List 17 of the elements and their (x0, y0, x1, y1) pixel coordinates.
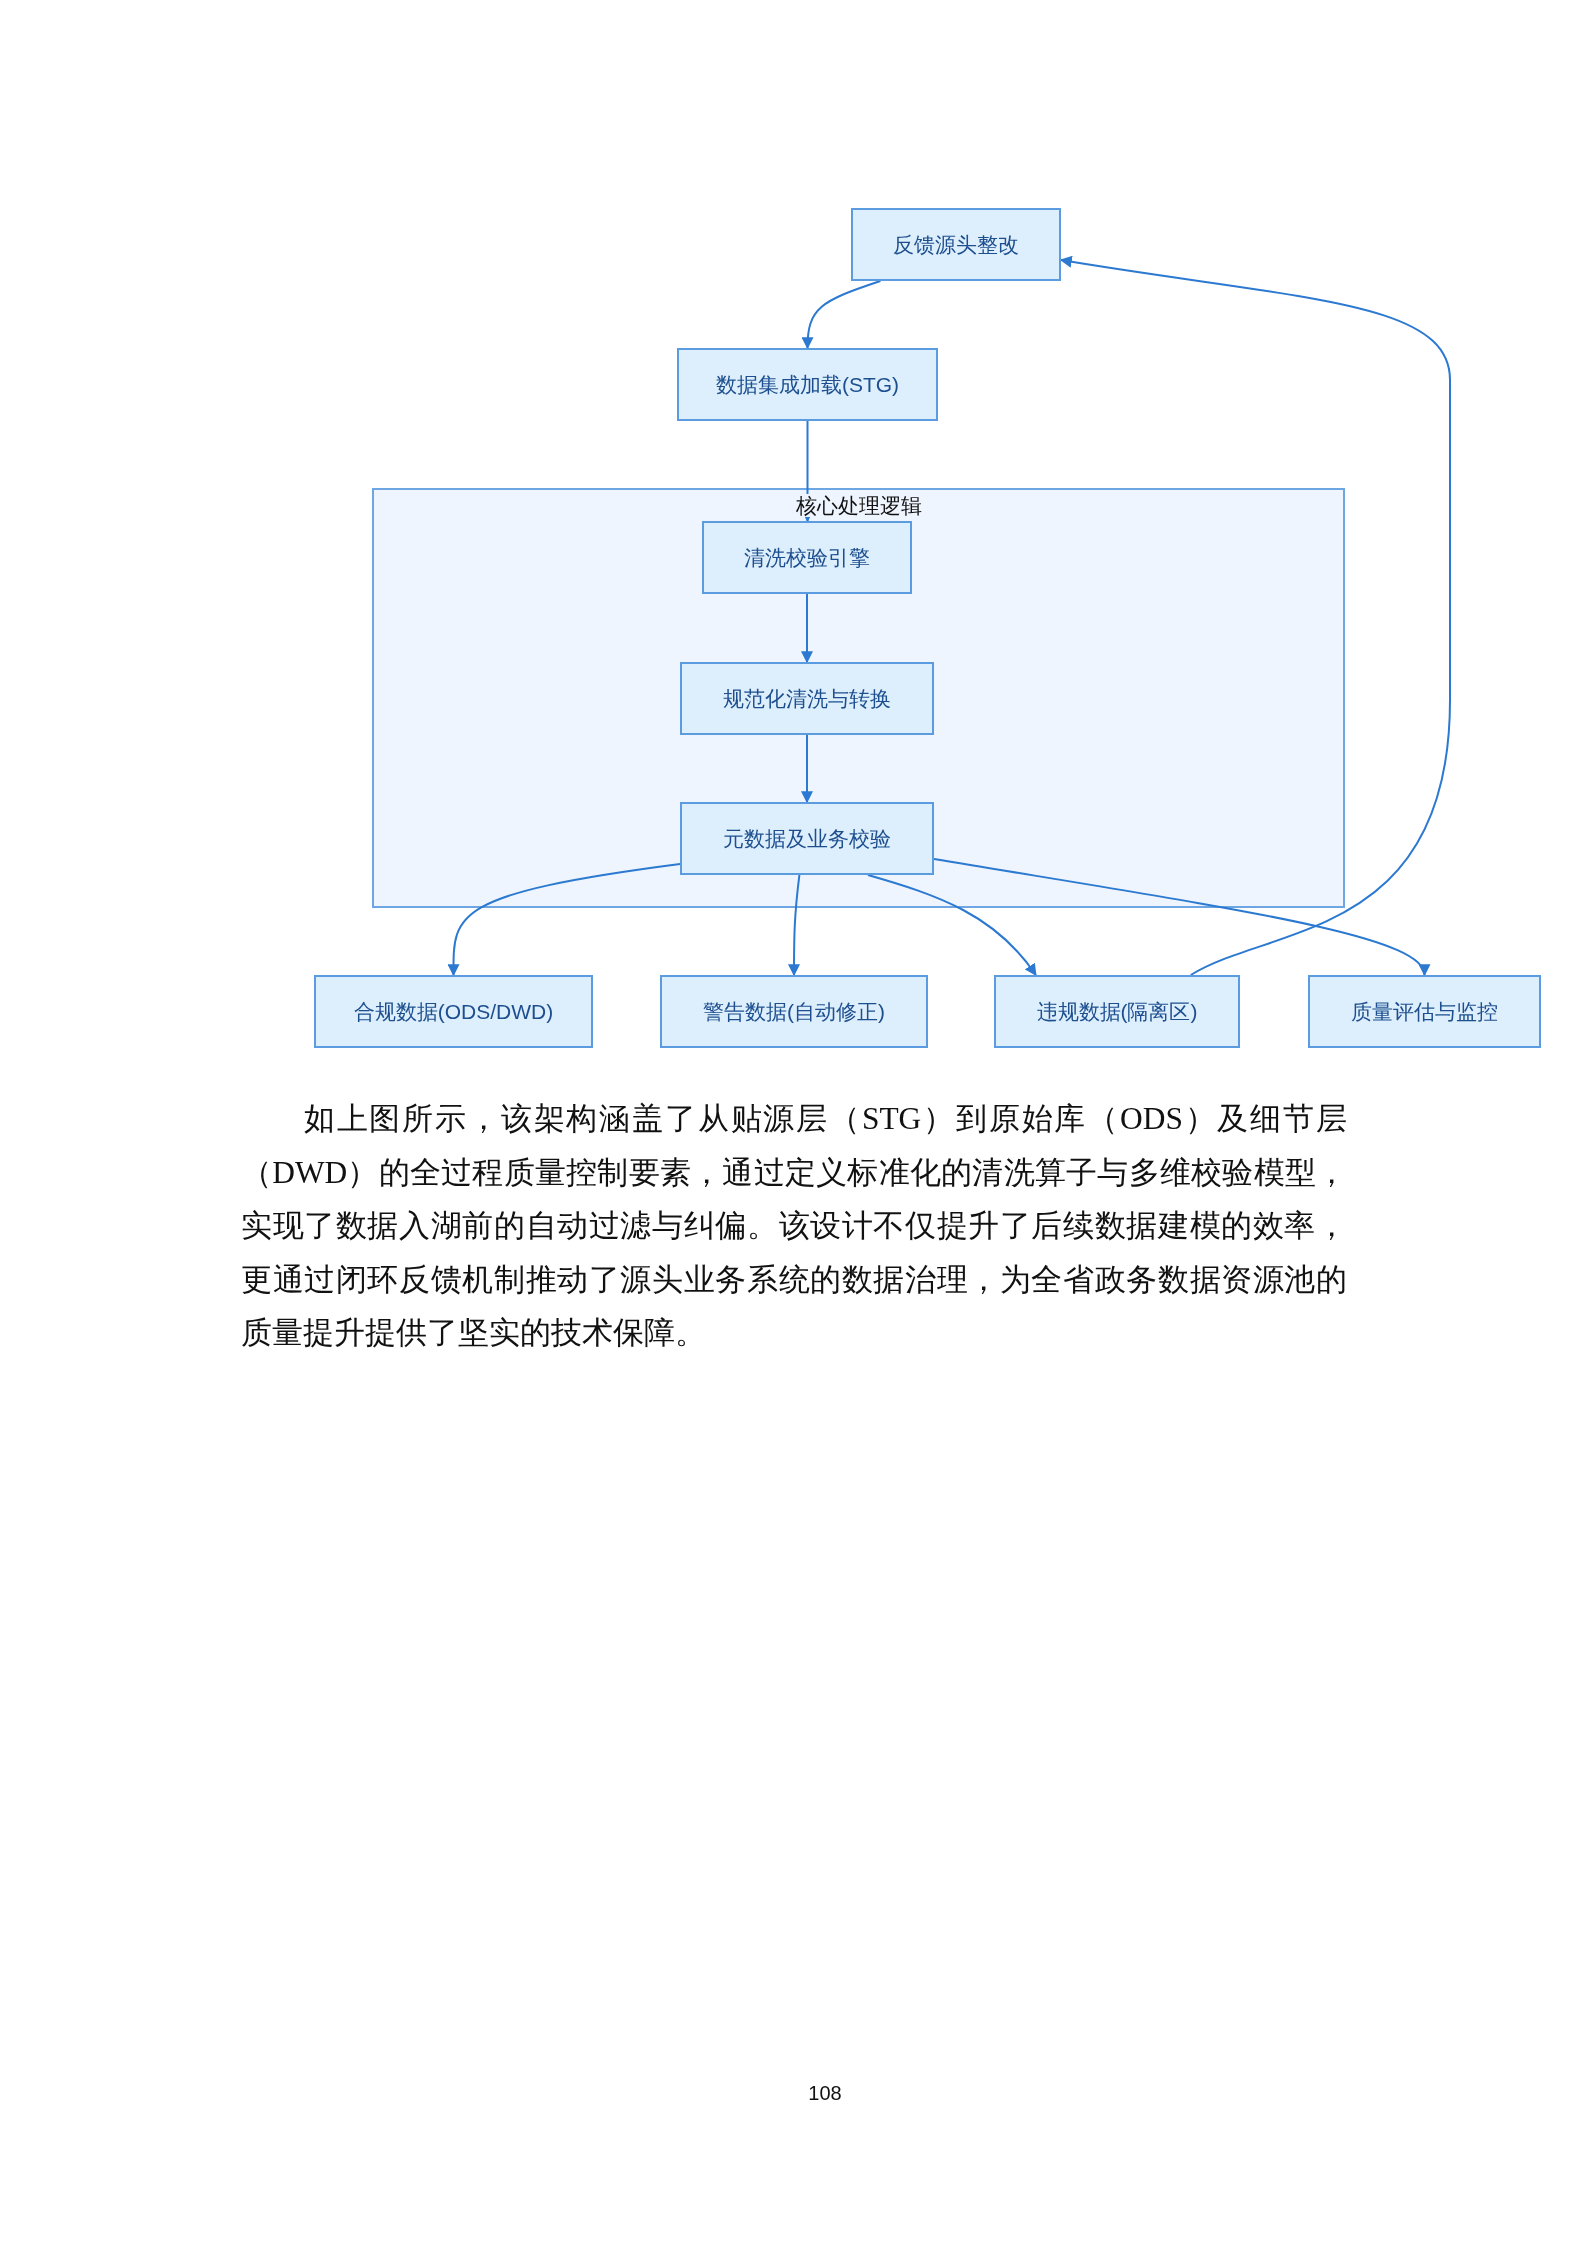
process-box: 违规数据(隔离区) (994, 975, 1240, 1048)
process-box: 数据集成加载(STG) (677, 348, 938, 421)
process-box: 反馈源头整改 (851, 208, 1061, 281)
group-box (372, 488, 1345, 908)
arrow (801, 280, 882, 350)
process-box: 合规数据(ODS/DWD) (314, 975, 593, 1048)
process-box: 元数据及业务校验 (680, 802, 934, 875)
process-box: 规范化清洗与转换 (680, 662, 934, 735)
arrow (447, 863, 681, 977)
arrow (801, 734, 813, 804)
arrow (788, 874, 801, 977)
arrow (801, 593, 813, 664)
process-box: 清洗校验引擎 (702, 521, 912, 594)
process-box: 警告数据(自动修正) (660, 975, 928, 1048)
process-box: 质量评估与监控 (1308, 975, 1541, 1048)
paragraph: 如上图所示，该架构涵盖了从贴源层（STG）到原始库（ODS）及细节层（DWD）的全过程质量控制要素，通过定义标准化的清洗算子与多维校验模型，实现了数据入湖前的自动过滤与纠偏。该设计不仅提升了后续数据建模的效率，更通过闭环反馈机制推动了源头业务系统的数据治理，为全省政务数据资源池的质量提升提供了坚实的技术保障。 (241, 1100, 1347, 1352)
page-number: 108 (807, 2082, 843, 2105)
